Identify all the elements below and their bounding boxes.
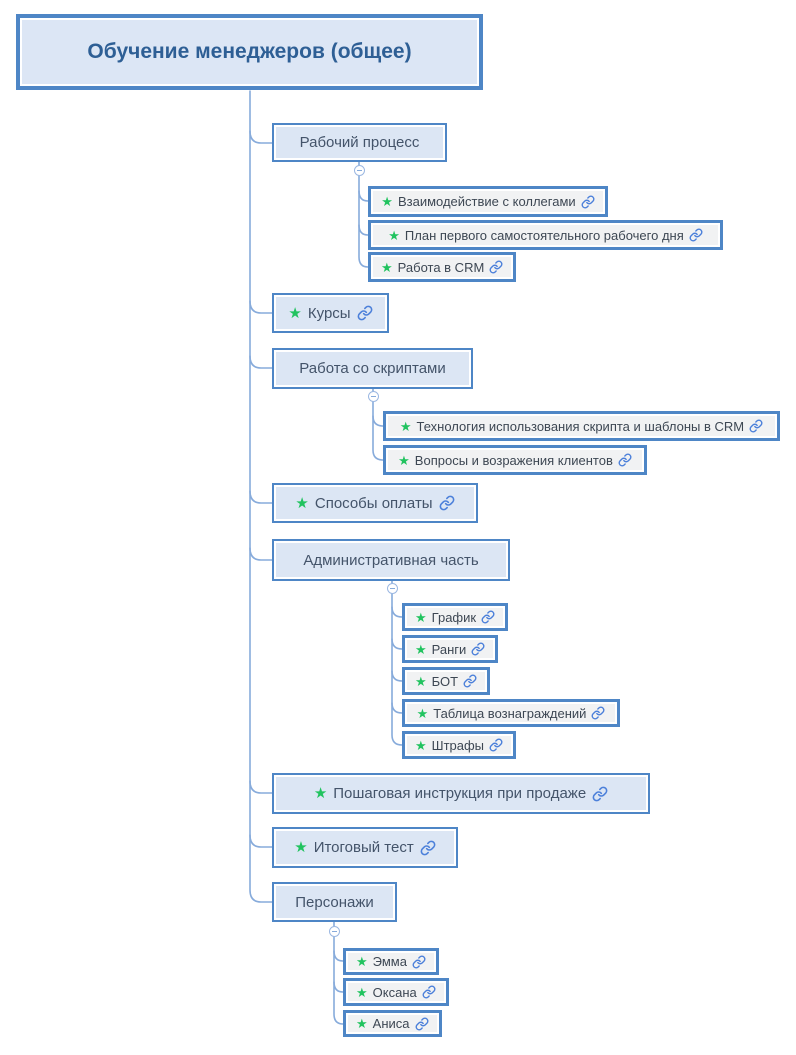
topic-label: Административная часть [303, 551, 479, 569]
link-icon[interactable] [618, 453, 632, 467]
topic-sales-instruction[interactable]: ★ Пошаговая инструкция при продаже [272, 773, 650, 814]
topic-characters[interactable]: Персонажи [272, 882, 397, 922]
link-icon[interactable] [489, 738, 503, 752]
subtopic-oksana[interactable]: ★ Оксана [343, 978, 449, 1006]
link-icon[interactable] [471, 642, 485, 656]
topic-label: Курсы [307, 304, 351, 322]
link-icon[interactable] [420, 840, 436, 856]
link-icon[interactable] [489, 260, 503, 274]
topic-workflow[interactable]: Рабочий процесс [272, 123, 447, 162]
topic-final-test[interactable]: ★ Итоговый тест [272, 827, 458, 868]
subtopic-ranks[interactable]: ★ Ранги [402, 635, 499, 663]
star-icon: ★ [415, 673, 427, 689]
link-icon[interactable] [414, 1017, 429, 1031]
collapse-handle-characters[interactable] [329, 926, 340, 937]
star-icon: ★ [415, 737, 427, 753]
star-icon: ★ [416, 705, 429, 721]
topic-label: Пошаговая инструкция при продаже [333, 785, 587, 802]
subtopic-label: График [431, 609, 477, 625]
subtopic-label: Работа в CRM [397, 259, 485, 275]
subtopic-label: Взаимодействие с коллегами [397, 194, 576, 209]
star-icon: ★ [381, 194, 393, 209]
collapse-handle-workflow[interactable] [354, 165, 365, 176]
link-icon[interactable] [412, 955, 426, 969]
topic-scripts[interactable]: Работа со скриптами [272, 348, 473, 389]
star-icon: ★ [294, 839, 308, 856]
subtopic-first-day-plan[interactable]: ★ План первого самостоятельного рабочего… [368, 220, 723, 250]
subtopic-label: Штрафы [431, 737, 485, 753]
link-icon[interactable] [592, 786, 608, 802]
root-topic-label: Обучение менеджеров (общее) [87, 40, 412, 63]
topic-label: Итоговый тест [313, 839, 414, 856]
topic-courses[interactable]: ★ Курсы [272, 293, 389, 333]
collapse-handle-scripts[interactable] [368, 391, 379, 402]
star-icon: ★ [381, 259, 393, 275]
topic-label: Рабочий процесс [299, 134, 420, 151]
topic-label: Персонажи [295, 893, 374, 911]
subtopic-label: Технология использования скрипта и шабло… [416, 418, 745, 434]
link-icon[interactable] [749, 419, 763, 433]
star-icon: ★ [398, 452, 410, 468]
star-icon: ★ [356, 984, 368, 1000]
subtopic-label: Ранги [431, 641, 467, 657]
subtopic-label: Таблица вознаграждений [433, 705, 587, 721]
subtopic-label: БОТ [431, 673, 459, 689]
star-icon: ★ [399, 418, 412, 434]
subtopic-label: План первого самостоятельного рабочего д… [404, 227, 684, 243]
subtopic-label: Аниса [372, 1016, 410, 1031]
link-icon[interactable] [689, 228, 703, 242]
link-icon[interactable] [581, 195, 595, 209]
star-icon: ★ [313, 785, 328, 802]
link-icon[interactable] [357, 305, 373, 321]
topic-label: Способы оплаты [314, 494, 433, 512]
link-icon[interactable] [591, 706, 605, 720]
subtopic-crm[interactable]: ★ Работа в CRM [368, 252, 517, 282]
subtopic-anisa[interactable]: ★ Аниса [343, 1010, 442, 1037]
link-icon[interactable] [439, 495, 455, 511]
star-icon: ★ [295, 494, 309, 512]
star-icon: ★ [388, 227, 400, 243]
subtopic-label: Оксана [372, 984, 417, 1000]
collapse-handle-admin[interactable] [387, 583, 398, 594]
subtopic-colleagues[interactable]: ★ Взаимодействие с коллегами [368, 186, 608, 217]
link-icon[interactable] [422, 985, 436, 999]
subtopic-script-technology[interactable]: ★ Технология использования скрипта и шаб… [383, 411, 780, 441]
subtopic-label: Вопросы и возражения клиентов [414, 452, 613, 468]
subtopic-emma[interactable]: ★ Эмма [343, 948, 439, 975]
link-icon[interactable] [481, 610, 495, 624]
subtopic-fines[interactable]: ★ Штрафы [402, 731, 517, 759]
link-icon[interactable] [463, 674, 477, 688]
star-icon: ★ [415, 609, 427, 625]
star-icon: ★ [356, 1016, 368, 1031]
subtopic-rewards-table[interactable]: ★ Таблица вознаграждений [402, 699, 620, 727]
topic-admin[interactable]: Административная часть [272, 539, 510, 581]
star-icon: ★ [288, 304, 302, 322]
subtopic-label: Эмма [372, 954, 407, 969]
topic-label: Работа со скриптами [299, 360, 446, 377]
star-icon: ★ [415, 641, 427, 657]
star-icon: ★ [356, 954, 368, 969]
topic-payment-methods[interactable]: ★ Способы оплаты [272, 483, 478, 523]
subtopic-schedule[interactable]: ★ График [402, 603, 509, 631]
subtopic-client-objections[interactable]: ★ Вопросы и возражения клиентов [383, 445, 647, 475]
subtopic-bot[interactable]: ★ БОТ [402, 667, 491, 695]
root-topic[interactable]: Обучение менеджеров (общее) [16, 14, 483, 90]
